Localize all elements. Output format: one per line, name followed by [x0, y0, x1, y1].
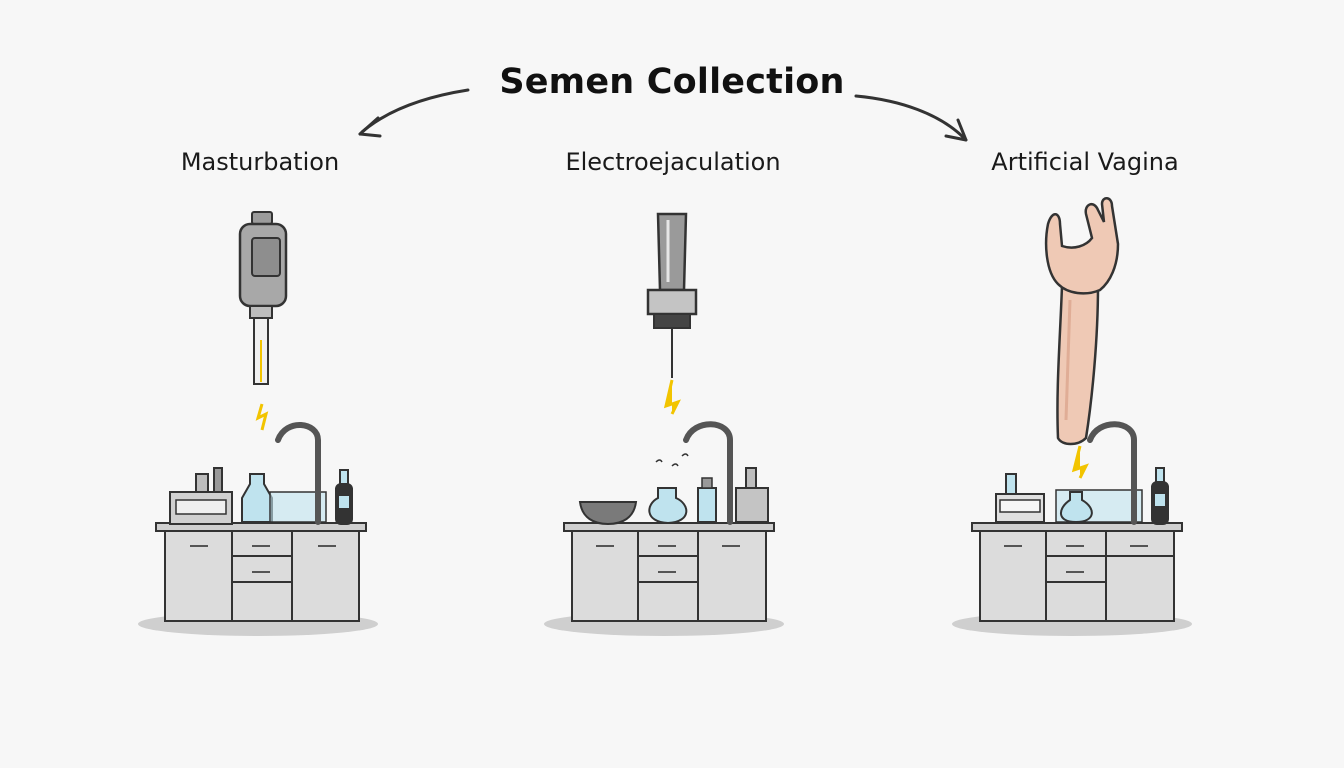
spark-icon: [1071, 445, 1089, 479]
faucet-icon: [1087, 421, 1137, 525]
faucet-icon: [683, 421, 733, 525]
hand-arm-icon: [1044, 197, 1120, 446]
arrow-left: [358, 88, 470, 138]
countertop: [971, 522, 1183, 532]
spark-icon: [663, 379, 681, 415]
faucet-icon: [275, 422, 321, 525]
diagram-title: Semen Collection: [499, 62, 845, 102]
method-label-electroejaculation: Electroejaculation: [565, 148, 781, 176]
cabinet: [164, 530, 360, 622]
arrow-right: [854, 94, 968, 142]
panel-masturbation: [138, 211, 378, 636]
bottle-dispenser-icon: [238, 211, 288, 385]
spark-icon: [255, 403, 269, 431]
method-label-artificial-vagina: Artificial Vagina: [991, 148, 1179, 176]
countertop: [563, 522, 775, 532]
method-label-masturbation: Masturbation: [180, 148, 340, 176]
cabinet: [979, 530, 1175, 622]
probe-device-icon: [646, 212, 698, 378]
panel-artificial-vagina: [952, 197, 1192, 636]
panel-electroejaculation: [544, 212, 784, 636]
cabinet: [571, 530, 767, 622]
